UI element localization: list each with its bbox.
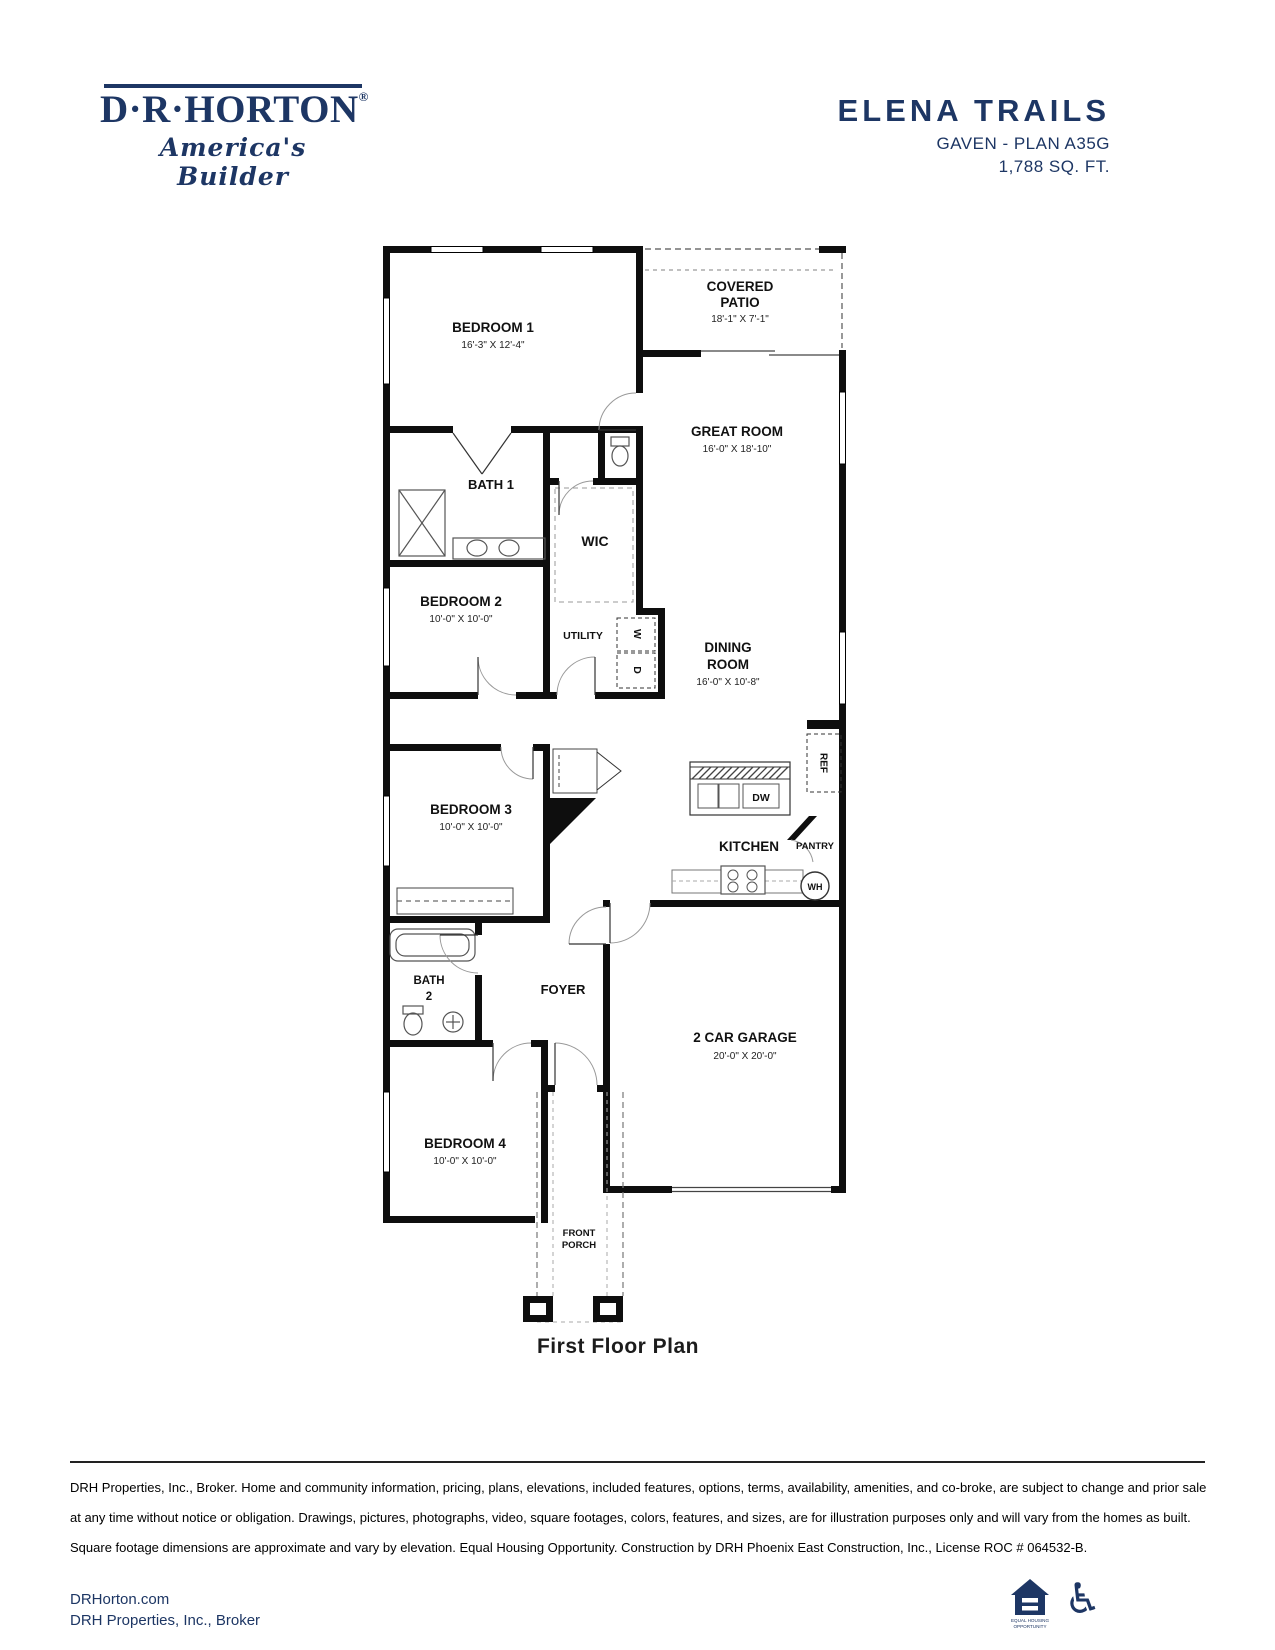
room-dims-patio: 18'-1" X 7'-1" [711, 314, 769, 325]
room-label-bedroom1: BEDROOM 1 [452, 320, 534, 335]
room-label-porch-1: FRONT [563, 1228, 596, 1239]
room-label-patio-1: COVERED [707, 279, 774, 294]
walls [383, 246, 846, 1223]
front-porch-outline [523, 1092, 624, 1323]
room-label-foyer: FOYER [541, 982, 586, 997]
eho-caption-1: EQUAL HOUSING [1011, 1618, 1050, 1623]
logo-tagline: America's Builder [159, 132, 307, 191]
website-link[interactable]: DRHorton.com [70, 1591, 170, 1608]
room-label-bath2-2: 2 [426, 991, 432, 1003]
title-block: ELENA TRAILS GAVEN - PLAN A35G 1,788 SQ.… [837, 93, 1110, 177]
plan-name: GAVEN - PLAN A35G [936, 134, 1110, 154]
toilet-icon [610, 436, 630, 467]
refrigerator-label: REF [818, 753, 829, 773]
room-label-bedroom3: BEDROOM 3 [430, 802, 512, 817]
accessibility-icon: ♿ [1064, 1574, 1102, 1623]
room-label-wic: WIC [581, 533, 608, 549]
windows [383, 246, 846, 1173]
equal-housing-icon: EQUAL HOUSING OPPORTUNITY [1011, 1579, 1050, 1629]
footer-divider [70, 1461, 1205, 1463]
room-label-pantry: PANTRY [796, 841, 835, 852]
room-label-dining-1: DINING [704, 640, 751, 655]
community-name: ELENA TRAILS [837, 93, 1110, 128]
room-dims-dining: 16'-0" X 10'-8" [696, 677, 760, 688]
bath1-fixtures [398, 489, 546, 560]
room-label-dining-2: ROOM [707, 657, 749, 672]
dryer-label: D [631, 666, 643, 674]
dishwasher-label: DW [752, 792, 770, 804]
garage-door [672, 1186, 831, 1193]
room-label-bath2-1: BATH [413, 975, 444, 987]
refrigerator-box [806, 733, 842, 793]
water-heater-label: WH [808, 882, 823, 892]
room-label-utility: UTILITY [563, 630, 603, 642]
eho-caption-2: OPPORTUNITY [1013, 1624, 1046, 1629]
floor-plan-svg: BEDROOM 1 16'-3" X 12'-4" COVERED PATIO … [383, 246, 846, 1323]
wic-shelves [554, 487, 634, 603]
room-label-kitchen: KITCHEN [719, 839, 779, 854]
room-label-patio-2: PATIO [720, 295, 759, 310]
square-footage: 1,788 SQ. FT. [998, 157, 1110, 177]
patio-outline [645, 248, 843, 348]
kitchen-island [689, 761, 791, 816]
door-arcs [439, 392, 814, 1086]
room-label-garage: 2 CAR GARAGE [693, 1030, 797, 1045]
room-dims-bedroom1: 16'-3" X 12'-4" [461, 340, 525, 351]
room-label-bedroom4: BEDROOM 4 [424, 1136, 506, 1151]
footer-icons: EQUAL HOUSING OPPORTUNITY ♿ [1010, 1578, 1102, 1630]
room-dims-bedroom4: 10'-0" X 10'-0" [433, 1156, 497, 1167]
logo-wordmark: D·R·HORTON® [100, 88, 369, 131]
room-dims-bedroom3: 10'-0" X 10'-0" [439, 822, 503, 833]
room-label-bedroom2: BEDROOM 2 [420, 594, 502, 609]
sliding-door [701, 350, 839, 356]
room-dims-great-room: 16'-0" X 18'-10" [703, 444, 772, 455]
floor-plan: BEDROOM 1 16'-3" X 12'-4" COVERED PATIO … [383, 240, 853, 1335]
door-leaves [440, 429, 636, 1085]
washer-dryer [616, 617, 656, 689]
room-dims-garage: 20'-0" X 20'-0" [713, 1051, 777, 1062]
room-dims-bedroom2: 10'-0" X 10'-0" [429, 614, 493, 625]
legal-disclaimer: DRH Properties, Inc., Broker. Home and c… [70, 1480, 1207, 1555]
broker-line: DRH Properties, Inc., Broker [70, 1612, 261, 1629]
bath2-fixtures [389, 928, 476, 1036]
washer-label: W [631, 629, 643, 639]
plan-caption: First Floor Plan [536, 1335, 699, 1358]
logo-rule [104, 84, 362, 88]
room-label-bath1: BATH 1 [468, 477, 514, 492]
water-heater-icon [800, 871, 830, 901]
drhorton-logo: D·R·HORTON® America's Builder [100, 84, 369, 191]
room-label-great-room: GREAT ROOM [691, 424, 783, 439]
logo-text: D·R·HORTON [100, 88, 359, 131]
kitchen-counter [671, 865, 804, 895]
registered-mark: ® [358, 89, 369, 104]
room-label-porch-2: PORCH [562, 1240, 596, 1251]
closets [396, 748, 622, 915]
